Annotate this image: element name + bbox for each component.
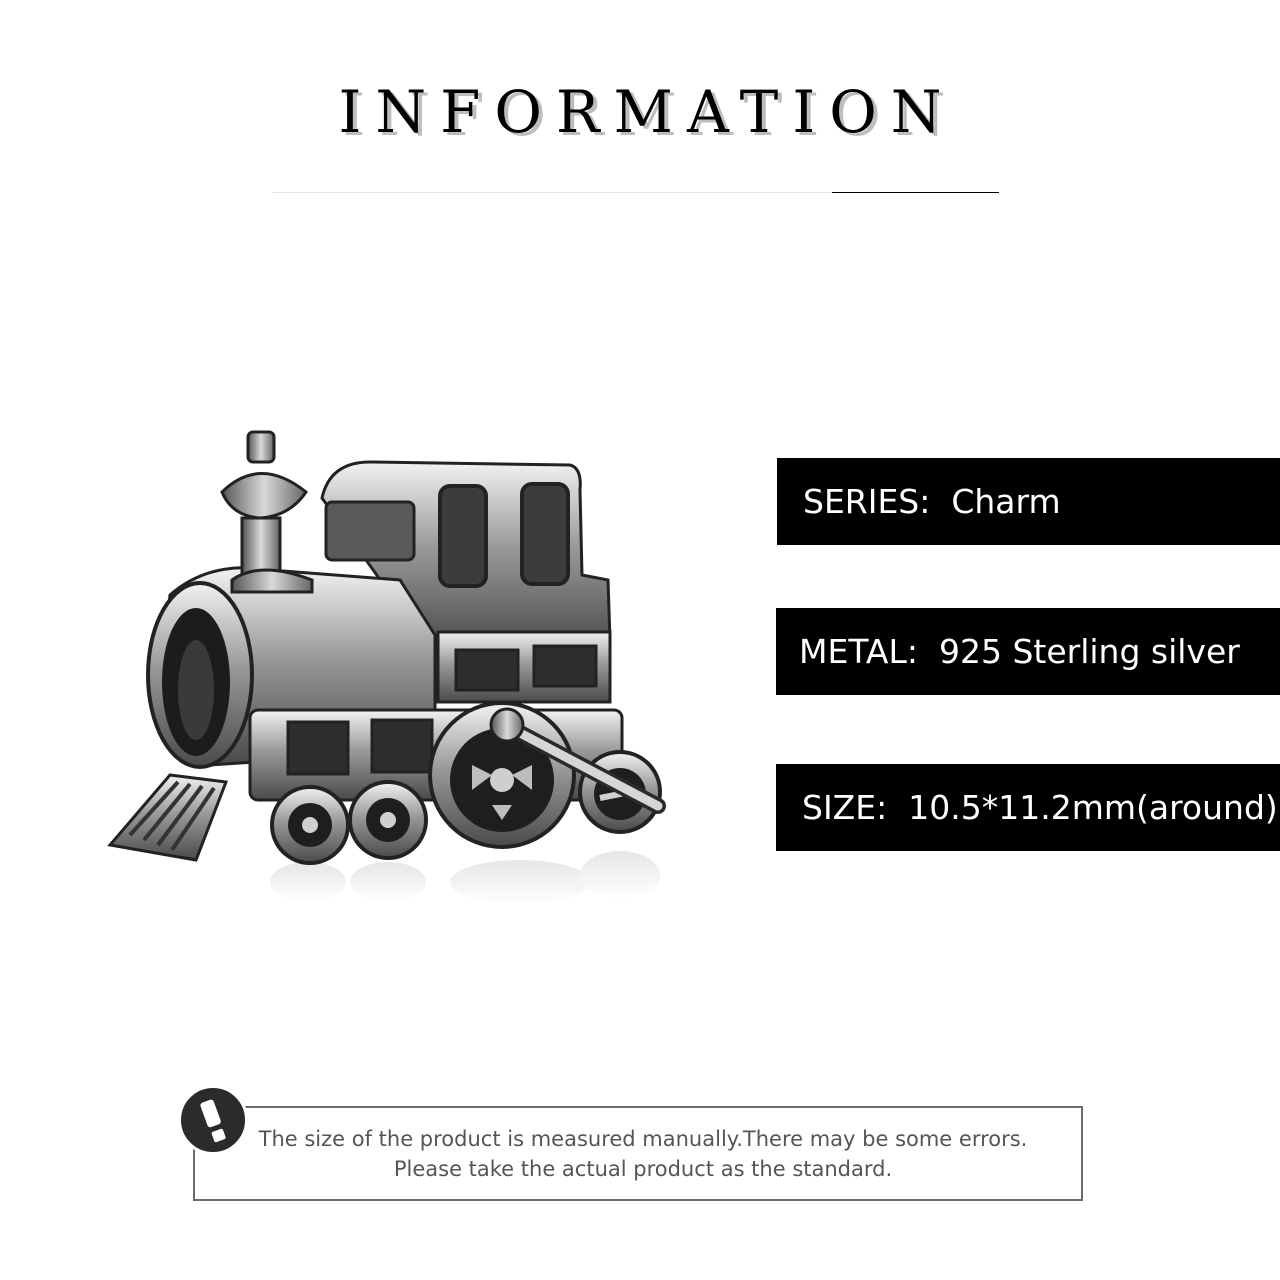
exclamation-icon: [178, 1085, 248, 1155]
train-charm-image: [107, 430, 666, 904]
title-divider-light: [272, 192, 832, 193]
measurement-notice: The size of the product is measured manu…: [193, 1106, 1083, 1201]
notice-line-1: The size of the product is measured manu…: [258, 1126, 1028, 1151]
notice-line-2: Please take the actual product as the st…: [393, 1156, 893, 1181]
spec-series: SERIES: Charm: [777, 458, 1280, 545]
page-title: INFORMATION: [338, 78, 956, 146]
title-divider-accent: [832, 192, 999, 193]
spec-metal: METAL: 925 Sterling silver: [776, 608, 1280, 695]
spec-size: SIZE: 10.5*11.2mm(around): [776, 764, 1280, 851]
